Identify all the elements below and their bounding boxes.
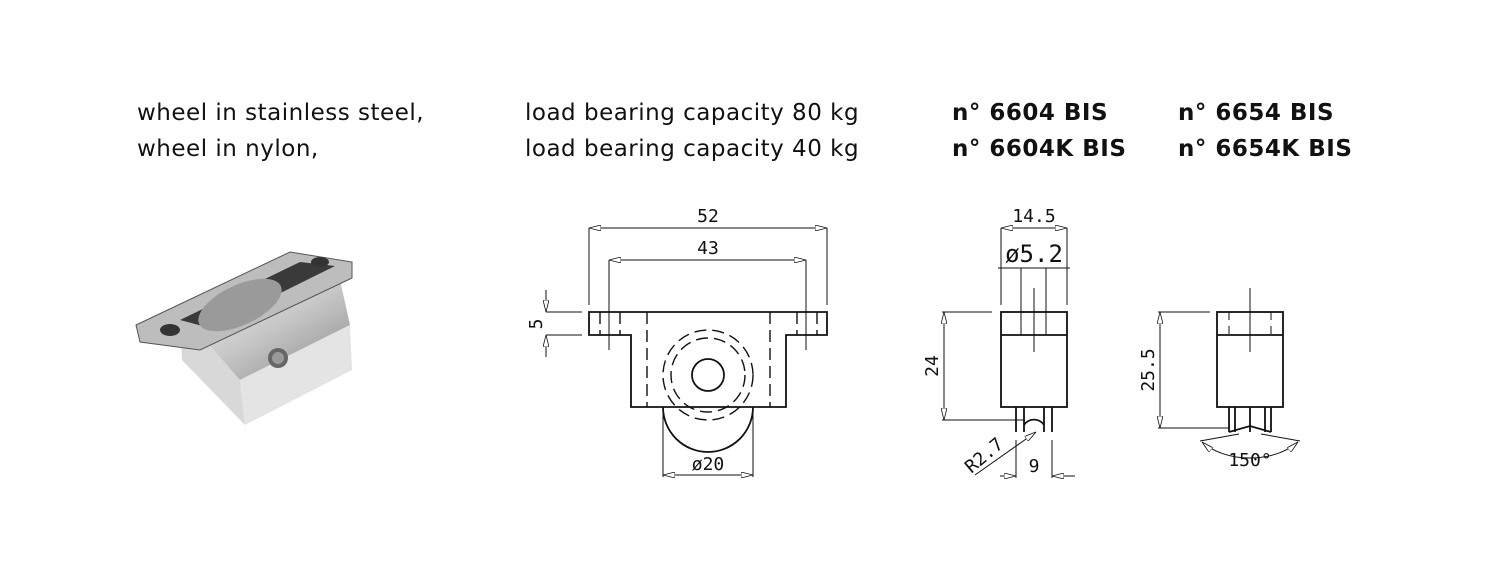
capacity-40: load bearing capacity 40 kg (525, 136, 860, 162)
code-6604k: n° 6604K BIS (952, 136, 1127, 162)
dim-radius: R2.7 (961, 434, 1008, 478)
dim-width: 14.5 (1012, 206, 1055, 227)
code-6604: n° 6604 BIS (952, 100, 1109, 126)
capacity-80: load bearing capacity 80 kg (525, 100, 860, 126)
dim-24: 24 (922, 355, 943, 377)
side-view-b (1158, 288, 1301, 459)
dim-43: 43 (697, 238, 719, 259)
dim-52: 52 (697, 206, 719, 227)
side-view-a (942, 228, 1075, 478)
material-nylon: wheel in nylon, (137, 136, 319, 162)
dim-9: 9 (1029, 456, 1040, 477)
dim-hole-diameter: ø5.2 (1005, 240, 1063, 268)
dim-150-degrees: 150° (1228, 450, 1271, 471)
code-6654k: n° 6654K BIS (1178, 136, 1353, 162)
code-6654: n° 6654 BIS (1178, 100, 1335, 126)
dim-25-5: 25.5 (1138, 348, 1159, 391)
dim-5: 5 (526, 319, 547, 330)
product-photo (135, 251, 353, 425)
front-view (546, 228, 828, 477)
material-stainless: wheel in stainless steel, (137, 100, 425, 126)
dim-wheel-diameter: ø20 (692, 454, 725, 475)
